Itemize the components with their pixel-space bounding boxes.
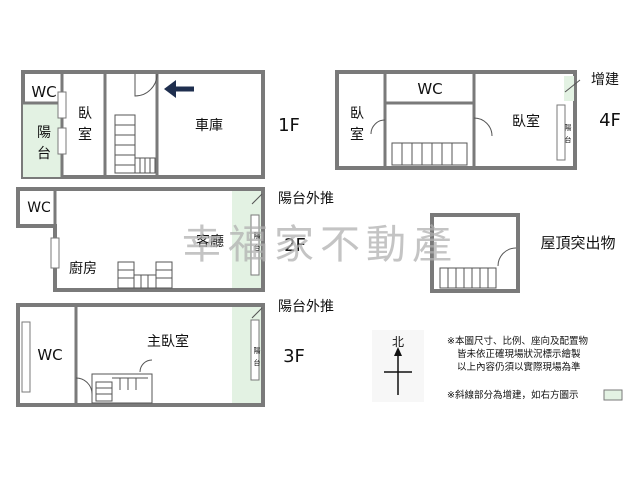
bedroom-4f-left-label-bottom: 室: [350, 126, 364, 143]
floor-4f-label: 4F: [599, 110, 621, 131]
kitchen-label: 廚房: [69, 260, 97, 277]
stairs-1f: [114, 114, 156, 174]
wc-2f-label: WC: [27, 200, 51, 216]
roof-structure: 屋頂突出物: [430, 213, 616, 293]
stairs-2f: [117, 261, 173, 289]
wc-4f-label: WC: [417, 80, 442, 98]
living-room-label: 客廳: [196, 233, 224, 250]
note-line-4: ※斜線部分為增建，如右方圖示: [447, 389, 578, 401]
stairs-4f: [391, 142, 468, 166]
master-bedroom-label: 主臥室: [147, 333, 189, 350]
floor-3f-label: 3F: [283, 346, 305, 367]
balcony-2f-push-label: 陽台外推: [278, 191, 334, 207]
balcony-2f-side-label-top: 陽: [254, 231, 261, 240]
entrance-arrow-icon: [164, 80, 194, 98]
balcony-1f-label-top: 陽: [37, 125, 51, 141]
floor-3f-outline: [16, 303, 265, 407]
north-compass: 北: [372, 330, 424, 402]
balcony-3f-side-label-bottom: 台: [254, 358, 261, 367]
note-line-1: ※本圖尺寸、比例、座向及配置物: [447, 335, 588, 347]
bedroom-4f-left-label-top: 臥: [350, 106, 364, 122]
wc-1f-label: WC: [31, 83, 56, 101]
balcony-1f-extension: [23, 103, 61, 177]
balcony-4f-side-label-top: 陽: [565, 123, 572, 132]
floor-4f-outline: [335, 70, 577, 170]
north-label: 北: [392, 335, 404, 349]
floor-1f-label: 1F: [278, 115, 300, 136]
extension-legend-swatch: [603, 389, 623, 401]
roof-label: 屋頂突出物: [540, 234, 615, 252]
bedroom-4f-right-label: 臥室: [512, 113, 540, 130]
note-line-3: 以上內容仍須以實際現場為準: [457, 361, 581, 373]
floor-4f: WC 臥 室 臥室 陽 台 增建 4F: [335, 70, 621, 170]
wc-3f-label: WC: [37, 346, 62, 364]
garage-label: 車庫: [195, 117, 223, 134]
watermark: 幸福家不動產: [182, 222, 458, 268]
balcony-4f-side-label-bottom: 台: [565, 135, 572, 144]
note-line-2: 皆未依正確現場狀況標示繪製: [457, 348, 581, 360]
balcony-3f-side-label-top: 陽: [254, 346, 261, 355]
balcony-3f-push-label: 陽台外推: [278, 299, 334, 315]
roof-outline: [430, 213, 520, 293]
floor-2f-outline: [16, 187, 265, 292]
floor-2f-label: 2F: [284, 235, 306, 256]
extension-4f-label: 增建: [591, 72, 619, 88]
balcony-1f-label-bottom: 台: [37, 146, 51, 162]
floor-3f: WC 主臥室 陽 台 陽台外推 3F: [16, 299, 334, 407]
floor-1f: WC 陽 台 臥 室 車庫 1F: [21, 70, 300, 179]
bedroom-1f-label-top: 臥: [78, 106, 92, 122]
balcony-2f-side-label-bottom: 台: [254, 243, 261, 252]
stairs-3f: [75, 359, 153, 404]
bedroom-1f-label-bottom: 室: [78, 126, 92, 143]
disclaimer-notes: ※本圖尺寸、比例、座向及配置物 皆未依正確現場狀況標示繪製 以上內容仍須以實際現…: [447, 335, 623, 401]
floor-2f: WC 客廳 廚房 陽 台 陽台外推 2F: [16, 187, 334, 292]
